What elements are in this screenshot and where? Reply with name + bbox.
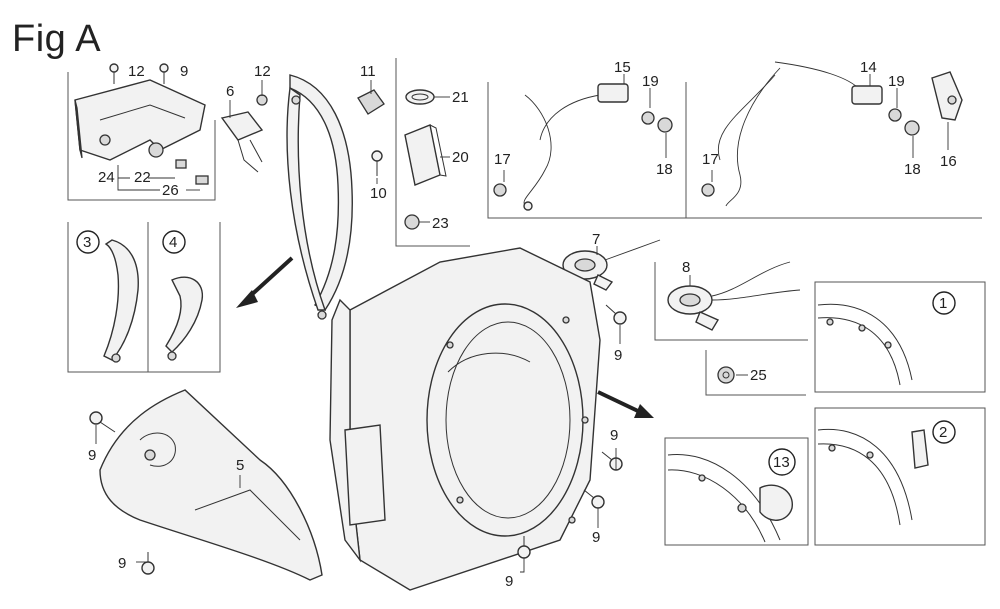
callout-9: 9 — [592, 529, 600, 546]
frame-top-left — [67, 72, 216, 201]
part-3-cover-segment — [103, 239, 139, 363]
frame-detail-1 — [814, 281, 986, 393]
callout-14: 14 — [860, 59, 877, 76]
circled-callouts: 3 4 1 2 13 — [76, 230, 956, 476]
frame-parts-20-23 — [395, 58, 470, 247]
detail-2-view — [817, 428, 929, 526]
callout-24: 24 — [98, 169, 115, 186]
callout-11: 11 — [360, 63, 376, 80]
frame-part-8 — [654, 262, 808, 341]
frame-detail-2 — [814, 407, 986, 546]
callout-20: 20 — [452, 149, 469, 166]
callout-5: 5 — [236, 457, 244, 474]
part-10-bolt — [371, 150, 383, 176]
callout-22: 22 — [134, 169, 151, 186]
callout-19: 19 — [642, 73, 659, 90]
frame-wiring — [487, 82, 982, 219]
callout-19: 19 — [888, 73, 905, 90]
callout-6: 6 — [226, 83, 234, 100]
part-21-clamp — [405, 89, 435, 105]
fan-housing — [329, 247, 601, 591]
callout-26: 26 — [162, 182, 179, 199]
part-6-mount — [220, 94, 268, 173]
callout-circled-1: 1 — [939, 295, 947, 312]
callout-9: 9 — [180, 63, 188, 80]
wiring-harness-left — [493, 83, 673, 211]
leader-lines — [95, 74, 949, 573]
figure-title: Fig A — [12, 18, 102, 60]
callout-18: 18 — [904, 161, 921, 178]
detail-1-view — [817, 303, 913, 386]
callout-9: 9 — [610, 427, 618, 444]
callout-17: 17 — [702, 151, 719, 168]
frame-part-25 — [705, 350, 806, 396]
part-7-switch — [562, 239, 661, 291]
callout-16: 16 — [940, 153, 957, 170]
part-20-foam-block — [404, 124, 447, 186]
frame-parts-3-4 — [67, 222, 221, 373]
callout-23: 23 — [432, 215, 449, 232]
callout-15: 15 — [614, 59, 631, 76]
part-16-bracket — [931, 71, 963, 121]
callout-9: 9 — [88, 447, 96, 464]
bracket-assembly — [74, 63, 209, 185]
part-5-lower-shroud — [99, 389, 323, 581]
callout-12: 12 — [254, 63, 271, 80]
part-25-nut — [717, 366, 735, 384]
bolt-set — [89, 304, 627, 575]
callout-8: 8 — [682, 259, 690, 276]
callout-21: 21 — [452, 89, 469, 106]
wiring-harness-right — [701, 61, 920, 207]
callout-7: 7 — [592, 231, 600, 248]
callout-circled-2: 2 — [939, 424, 947, 441]
callout-circled-3: 3 — [83, 234, 91, 251]
callout-9: 9 — [505, 573, 513, 590]
callout-25: 25 — [750, 367, 767, 384]
arrow-to-details — [597, 390, 654, 418]
part-8-switch — [667, 261, 801, 331]
callout-labels: 12 9 6 12 11 21 20 10 23 24 22 26 15 19 … — [88, 59, 957, 590]
curved-shroud-cover — [286, 74, 353, 320]
callout-17: 17 — [494, 151, 511, 168]
callout-18: 18 — [656, 161, 673, 178]
callout-10: 10 — [370, 185, 387, 202]
detail-13-view — [667, 453, 793, 543]
part-23-nut — [404, 214, 420, 230]
callout-circled-13: 13 — [773, 454, 790, 471]
part-4-cover-segment — [165, 276, 204, 361]
callout-9: 9 — [118, 555, 126, 572]
callout-circled-4: 4 — [169, 234, 177, 251]
frame-detail-13 — [664, 437, 809, 546]
arrow-to-parts-3-4 — [236, 256, 294, 308]
part-11-clip — [357, 89, 385, 115]
callout-12: 12 — [128, 63, 145, 80]
callout-9: 9 — [614, 347, 622, 364]
